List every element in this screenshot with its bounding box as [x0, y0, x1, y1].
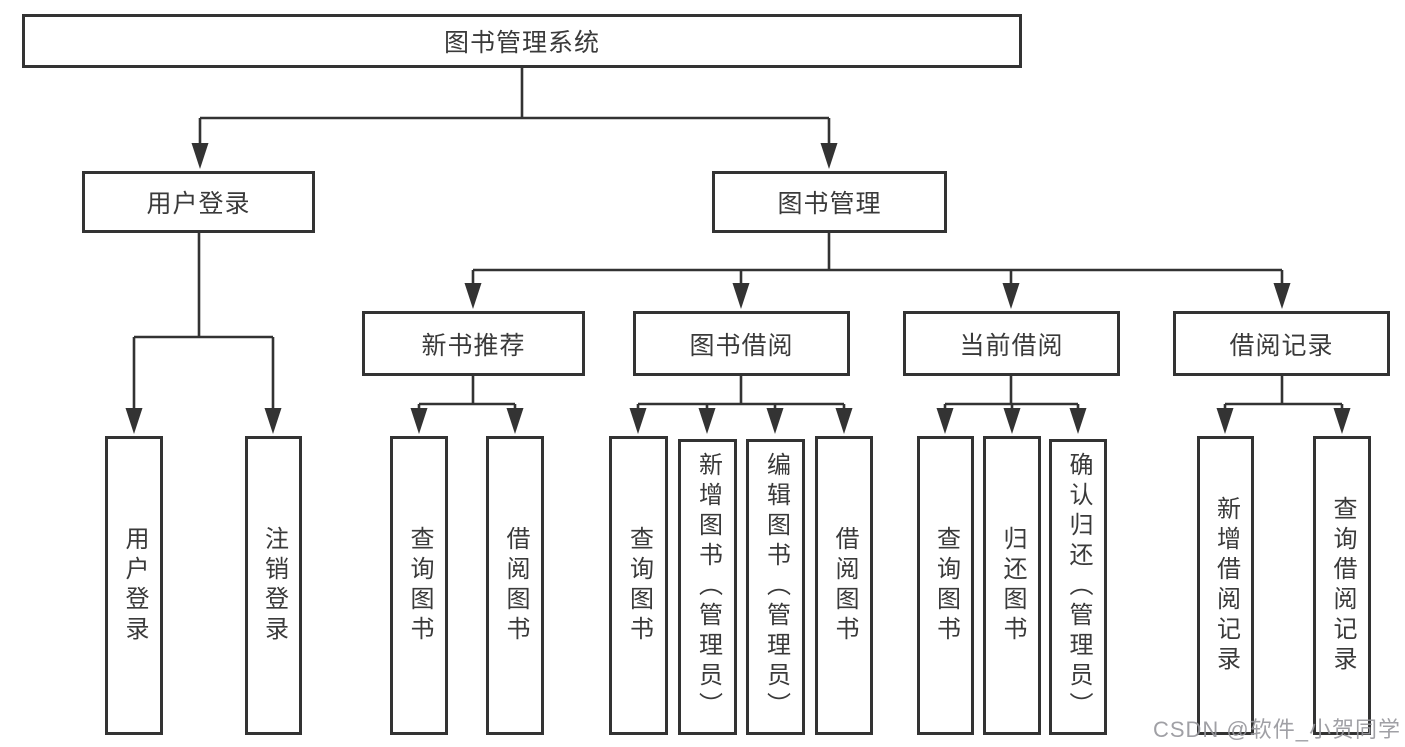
leaf-bookborrow-borrow: 借阅图书 [815, 436, 873, 735]
leaf-label: 借阅图书 [502, 525, 529, 646]
csdn-watermark: CSDN @软件_小贺同学 [1152, 717, 1401, 742]
leaf-logout: 注销登录 [245, 436, 302, 735]
leaf-label: 确认归还（管理员） [1065, 452, 1092, 722]
node-current-borrow: 当前借阅 [903, 311, 1120, 376]
leaf-bookborrow-edit: 编辑图书（管理员） [746, 439, 805, 735]
leaf-label: 新增借阅记录 [1212, 495, 1240, 676]
node-book-mgmt: 图书管理 [712, 171, 947, 233]
node-borrow-records: 借阅记录 [1173, 311, 1390, 376]
leaf-label: 用户登录 [121, 525, 148, 646]
leaf-label: 查询借阅记录 [1329, 495, 1356, 676]
leaf-label: 归还图书 [999, 525, 1026, 646]
node-book-borrow: 图书借阅 [633, 311, 850, 376]
leaf-user-login: 用户登录 [105, 436, 163, 735]
leaf-newbooks-query: 查询图书 [390, 436, 448, 735]
leaf-label: 查询图书 [625, 525, 653, 646]
leaf-label: 编辑图书（管理员） [762, 452, 790, 722]
leaf-records-add: 新增借阅记录 [1197, 436, 1254, 735]
leaf-label: 注销登录 [260, 525, 288, 646]
leaf-bookborrow-query: 查询图书 [609, 436, 668, 735]
leaf-currentborrow-return: 归还图书 [983, 436, 1041, 735]
leaf-bookborrow-add: 新增图书（管理员） [678, 439, 737, 735]
leaf-records-query: 查询借阅记录 [1313, 436, 1371, 735]
node-root: 图书管理系统 [22, 14, 1022, 68]
node-new-books: 新书推荐 [362, 311, 585, 376]
leaf-label: 新增图书（管理员） [694, 452, 722, 722]
leaf-label: 查询图书 [932, 525, 960, 646]
leaf-currentborrow-confirm: 确认归还（管理员） [1049, 439, 1107, 735]
leaf-newbooks-borrow: 借阅图书 [486, 436, 544, 735]
node-user-login: 用户登录 [82, 171, 315, 233]
leaf-label: 查询图书 [406, 525, 433, 646]
leaf-label: 借阅图书 [831, 525, 858, 646]
leaf-currentborrow-query: 查询图书 [917, 436, 974, 735]
